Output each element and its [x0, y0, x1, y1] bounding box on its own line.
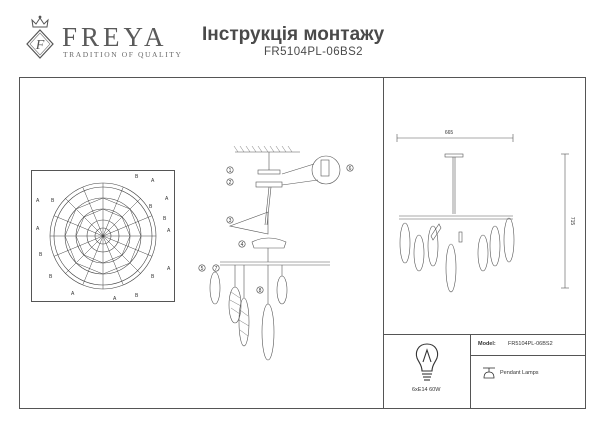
svg-text:F: F: [35, 38, 45, 53]
callout-label: 5: [201, 266, 204, 272]
height-dimension: 715: [569, 217, 575, 226]
brand-tagline: TRADITION OF QUALITY: [63, 50, 183, 59]
callout-label: 3: [229, 218, 232, 224]
callout-label: A: [167, 228, 171, 234]
info-column-divider: [470, 334, 471, 409]
callout-label: A: [36, 226, 40, 232]
callout-label: A: [36, 198, 40, 204]
model-value: FR5104PL-06BS2: [508, 341, 553, 347]
drawing-sheet: [19, 77, 586, 409]
callout-label: A: [151, 178, 155, 184]
callout-label: B: [135, 293, 139, 299]
lamp-type: Pendant Lamps: [500, 370, 539, 376]
callout-label: 8: [259, 288, 262, 294]
assembly-diagram: 1 2 3 4 5 6 7 8: [198, 145, 354, 361]
callout-label: A: [165, 196, 169, 202]
callout-label: A: [167, 266, 171, 272]
top-view-panel: [31, 170, 175, 302]
brand-name: FREYA: [62, 22, 168, 52]
width-dimension: 665: [445, 130, 454, 136]
front-view-diagram: 665 715: [396, 130, 575, 293]
callout-label: B: [51, 198, 55, 204]
document-code: FR5104PL-06BS2: [264, 46, 363, 58]
callout-label: B: [49, 274, 53, 280]
document-title: Інструкція монтажу: [202, 24, 385, 45]
info-divider: [383, 334, 586, 335]
pendant-lamp-icon: [483, 367, 495, 379]
brand-logo-emblem: F: [20, 14, 60, 66]
callout-label: 7: [215, 266, 218, 272]
callout-label: 2: [229, 180, 232, 186]
callout-label: B: [163, 216, 167, 222]
callout-label: A: [71, 291, 75, 297]
model-label: Model:: [478, 341, 496, 347]
callout-label: A: [113, 296, 117, 302]
callout-label: 1: [229, 168, 232, 174]
callout-label: B: [39, 252, 43, 258]
top-view-diagram: A B B A A B B A A B B A A B B A: [36, 174, 171, 302]
callout-label: B: [149, 204, 153, 210]
callout-label: B: [151, 274, 155, 280]
lightbulb-icon: [415, 343, 439, 381]
callout-label: 6: [349, 166, 352, 172]
callout-label: B: [135, 174, 139, 180]
info-row-divider: [470, 355, 586, 356]
crest-icon: F: [26, 15, 54, 59]
sheet-divider: [383, 77, 384, 409]
callout-label: 4: [241, 242, 244, 248]
bulb-spec: 6xE14 60W: [412, 387, 441, 393]
